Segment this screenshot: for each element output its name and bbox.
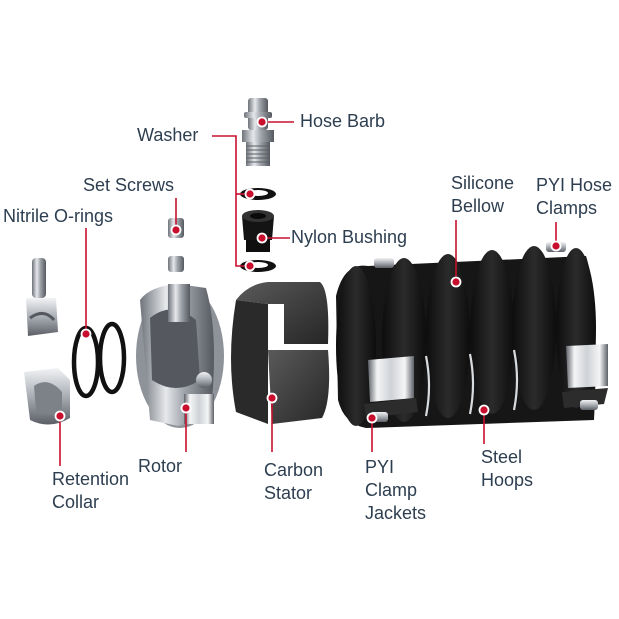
label-nylon-bushing: Nylon Bushing	[291, 227, 408, 247]
label-carbon-stator-line-2: Stator	[264, 483, 313, 503]
label-pyi-clamp-jackets: PYI Clamp Jackets	[365, 456, 426, 525]
lower-set-screw-part	[168, 256, 184, 272]
dot-set-screws	[170, 224, 182, 236]
label-steel-hoops: Steel Hoops	[481, 446, 533, 492]
carbon-stator-part	[231, 282, 330, 424]
label-pyi-hose-clamps-line-2: Clamps	[536, 198, 598, 218]
dot-pyi-hose-clamps	[550, 240, 562, 252]
label-pyi-clamp-jackets-line-1: PYI	[365, 457, 395, 477]
rotor-part	[136, 284, 224, 428]
dot-carbon-stator	[266, 392, 278, 404]
label-retention-collar-line-2: Collar	[52, 492, 100, 512]
label-pyi-clamp-jackets-line-2: Clamp	[365, 480, 418, 500]
label-set-screws: Set Screws	[83, 175, 175, 195]
label-pyi-hose-clamps: PYI Hose Clamps	[536, 174, 612, 220]
hose-barb-part	[242, 98, 274, 166]
label-nitrile-orings: Nitrile O-rings	[3, 206, 114, 226]
label-rotor: Rotor	[138, 456, 183, 476]
label-silicone-bellow-line-2: Bellow	[451, 196, 505, 216]
label-carbon-stator: Carbon Stator	[264, 459, 323, 505]
label-pyi-hose-clamps-line-1: PYI Hose	[536, 175, 613, 195]
callout-dots	[54, 116, 562, 424]
dot-pyi-clamp-jackets	[366, 412, 378, 424]
label-silicone-bellow: Silicone Bellow	[451, 172, 514, 218]
steel-hoops-part	[424, 349, 519, 417]
pyi-clamp-jackets-part	[364, 344, 608, 418]
dot-rotor	[180, 402, 192, 414]
label-carbon-stator-line-1: Carbon	[264, 460, 324, 480]
dot-washer-lower	[244, 260, 256, 272]
label-steel-hoops-line-2: Hoops	[481, 470, 534, 490]
nylon-bushing-part	[242, 210, 274, 252]
dot-hose-barb	[256, 116, 268, 128]
label-washer: Washer	[137, 125, 199, 145]
dot-washer-upper	[244, 188, 256, 200]
label-retention-collar: Retention Collar	[52, 468, 129, 514]
label-silicone-bellow-line-1: Silicone	[451, 173, 515, 193]
dot-steel-hoops	[478, 404, 490, 416]
dot-nitrile-orings	[80, 328, 92, 340]
dot-nylon-bushing	[256, 232, 268, 244]
label-retention-collar-line-1: Retention	[52, 469, 130, 489]
dot-retention-collar	[54, 410, 66, 422]
dot-silicone-bellow	[450, 276, 462, 288]
retention-collar-part	[24, 258, 70, 425]
label-hose-barb: Hose Barb	[300, 111, 386, 131]
label-pyi-clamp-jackets-line-3: Jackets	[365, 503, 427, 523]
label-steel-hoops-line-1: Steel	[481, 447, 523, 467]
